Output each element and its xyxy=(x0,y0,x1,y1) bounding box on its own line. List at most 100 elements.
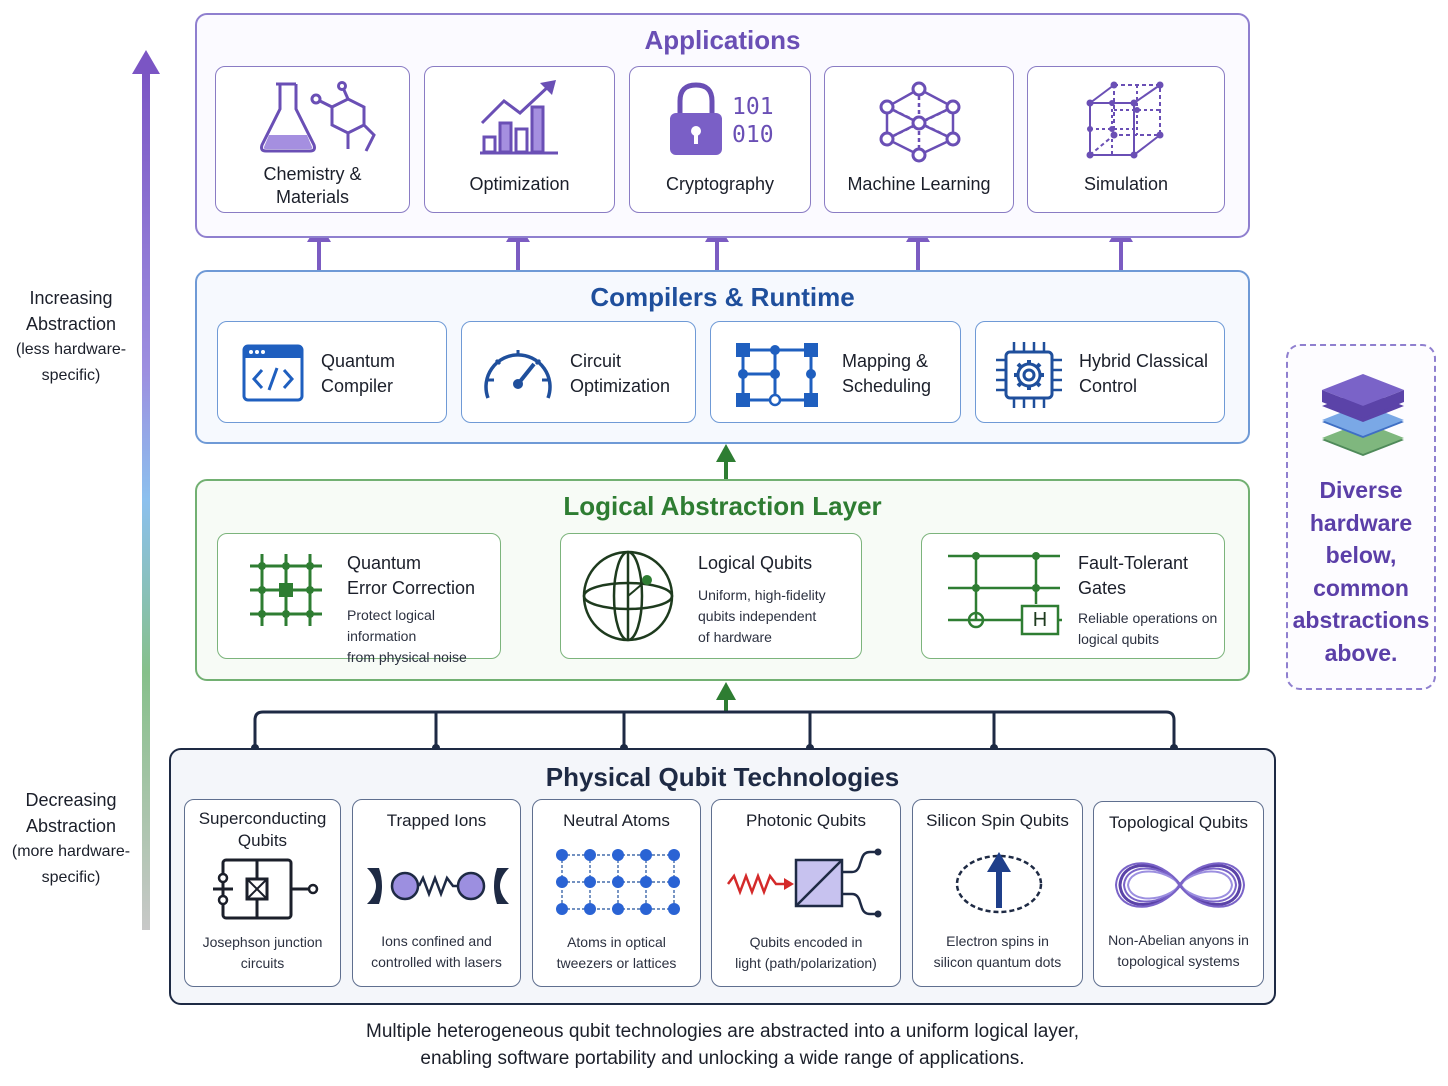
topological-desc-line2: topological systems xyxy=(1117,953,1240,969)
app-card-machine-learning: Machine Learning xyxy=(824,66,1014,213)
physical-card-topological: Topological Qubits Non-Abelian anyons in… xyxy=(1093,801,1264,987)
compiler-card-quantum-compiler: Quantum Compiler xyxy=(217,321,447,423)
logical-title: Logical Abstraction Layer xyxy=(563,491,882,521)
photonic-description: Qubits encoded in light (path/polarizati… xyxy=(712,932,900,974)
decreasing-abstraction-label: Decreasing Abstraction (more hardware- s… xyxy=(0,787,142,891)
padlock-binary-icon xyxy=(670,82,722,155)
circuit-optimization-line1: Circuit xyxy=(570,351,622,371)
caption-line1: Multiple heterogeneous qubit technologie… xyxy=(366,1021,1079,1042)
binary-line2: 010 xyxy=(732,122,774,148)
app-label-chemistry-line1: Chemistry & xyxy=(263,164,362,184)
axis-bottom-line1: Decreasing xyxy=(25,790,117,810)
fault-tolerant-description: Reliable operations on logical qubits xyxy=(1078,608,1217,650)
infinity-braid-icon xyxy=(1114,862,1246,908)
qec-title-line2: Error Correction xyxy=(347,578,476,598)
callout-line5: abstractions xyxy=(1292,607,1430,633)
superconducting-title-line2: Qubits xyxy=(237,831,288,850)
axis-top-line2: Abstraction xyxy=(25,314,117,334)
circuit-grid-icon xyxy=(736,343,818,407)
silicon-spin-title: Silicon Spin Qubits xyxy=(926,811,1069,830)
qec-description: Protect logical information from physica… xyxy=(347,605,500,668)
topological-desc-line1: Non-Abelian anyons in xyxy=(1108,932,1249,948)
topological-title: Topological Qubits xyxy=(1109,813,1248,832)
neutral-atoms-desc-line1: Atoms in optical xyxy=(567,934,666,950)
silicon-spin-desc-line2: silicon quantum dots xyxy=(933,954,1062,970)
photonic-desc-line1: Qubits encoded in xyxy=(749,934,863,950)
logical-card-logical-qubits: Logical Qubits Uniform, high-fidelity qu… xyxy=(560,533,862,659)
superconducting-desc-line2: circuits xyxy=(240,955,285,971)
axis-bottom-line3: (more hardware- xyxy=(11,843,131,860)
axis-bottom-line4: specific) xyxy=(41,869,101,886)
stacked-layers-icon xyxy=(1322,374,1404,456)
app-label-chemistry: Chemistry & Materials xyxy=(216,163,409,209)
physical-title: Physical Qubit Technologies xyxy=(545,762,900,792)
josephson-circuit-icon xyxy=(213,858,319,920)
photonic-title: Photonic Qubits xyxy=(745,811,866,830)
fault-tolerant-desc-line1: Reliable operations on xyxy=(1078,610,1218,626)
logical-card-error-correction: Quantum Error Correction Protect logical… xyxy=(217,533,501,665)
bloch-sphere-icon xyxy=(582,550,674,642)
qec-title: Quantum Error Correction xyxy=(347,551,475,601)
physical-card-neutral-atoms: Neutral Atoms Atoms in optical tweezers … xyxy=(532,799,701,987)
increasing-abstraction-label: Increasing Abstraction (less hardware- s… xyxy=(0,285,142,389)
mapping-scheduling-line1: Mapping & xyxy=(842,351,929,371)
compiler-card-hybrid-classical-control: Hybrid Classical Control xyxy=(975,321,1225,423)
physical-card-photonic: Photonic Qubits Qubits encoded in light … xyxy=(711,799,901,987)
logical-qubits-title: Logical Qubits xyxy=(698,553,813,573)
binary-line1: 101 xyxy=(732,94,774,120)
app-label-machine-learning: Machine Learning xyxy=(847,174,991,194)
app-card-cryptography: 101 010 Cryptography xyxy=(629,66,811,213)
compiler-card-circuit-optimization: Circuit Optimization xyxy=(461,321,696,423)
qec-desc-line2: from physical noise xyxy=(347,649,467,665)
fault-tolerant-title-line1: Fault-Tolerant xyxy=(1078,553,1189,573)
app-card-simulation: Simulation xyxy=(1027,66,1225,213)
caption-line2: enabling software portability and unlock… xyxy=(420,1048,1025,1069)
logical-qubits-desc-line2: qubits independent xyxy=(698,608,817,624)
axis-top-line3: (less hardware- xyxy=(15,341,127,358)
quantum-compiler-line2: Compiler xyxy=(321,376,394,396)
app-label-cryptography: Cryptography xyxy=(665,174,775,194)
qec-desc-line1: Protect logical information xyxy=(347,607,435,644)
callout-line3: below, xyxy=(1325,542,1397,568)
bar-chart-trend-icon xyxy=(480,80,558,155)
flask-molecule-icon xyxy=(260,81,376,153)
trapped-ions-title: Trapped Ions xyxy=(386,811,487,830)
superconducting-title: Superconducting Qubits xyxy=(185,808,340,852)
app-card-chemistry: Chemistry & Materials xyxy=(215,66,410,213)
trapped-ions-desc-line2: controlled with lasers xyxy=(371,954,502,970)
gate-circuit-icon xyxy=(948,552,1062,636)
callout-line1: Diverse xyxy=(1319,477,1403,503)
silicon-spin-desc-line1: Electron spins in xyxy=(946,933,1049,949)
axis-bottom-line2: Abstraction xyxy=(25,816,117,836)
quantum-compiler-line1: Quantum xyxy=(321,351,396,371)
app-card-optimization: Optimization xyxy=(424,66,615,213)
circuit-optimization-line2: Optimization xyxy=(570,376,671,396)
qec-grid-icon xyxy=(250,554,322,626)
superconducting-description: Josephson junction circuits xyxy=(185,932,340,974)
fault-tolerant-title: Fault-Tolerant Gates xyxy=(1078,551,1188,601)
compiler-label-quantum-compiler: Quantum Compiler xyxy=(321,349,395,399)
compilers-title: Compilers & Runtime xyxy=(590,282,855,312)
neutral-atoms-title: Neutral Atoms xyxy=(563,811,670,830)
callout-line4: common xyxy=(1313,574,1409,601)
diagram-caption: Multiple heterogeneous qubit technologie… xyxy=(195,1018,1250,1072)
mapping-scheduling-line2: Scheduling xyxy=(842,376,932,396)
fault-tolerant-desc-line2: logical qubits xyxy=(1078,631,1159,647)
photonic-desc-line2: light (path/polarization) xyxy=(735,955,877,971)
lattice-cube-icon xyxy=(1086,81,1164,159)
physical-card-silicon-spin: Silicon Spin Qubits Electron spins in si… xyxy=(912,799,1083,987)
superconducting-desc-line1: Josephson junction xyxy=(202,934,323,950)
app-label-simulation: Simulation xyxy=(1083,174,1169,194)
logical-qubits-desc-line1: Uniform, high-fidelity xyxy=(698,587,826,603)
hybrid-control-line1: Hybrid Classical xyxy=(1079,351,1209,371)
chip-gear-icon xyxy=(996,342,1062,408)
binary-text-block: 101 010 xyxy=(732,93,774,149)
topological-description: Non-Abelian anyons in topological system… xyxy=(1094,930,1263,972)
axis-top-line4: specific) xyxy=(41,367,101,384)
neural-network-icon xyxy=(879,81,961,163)
compiler-label-circuit-optimization: Circuit Optimization xyxy=(570,349,670,399)
app-label-chemistry-line2: Materials xyxy=(275,187,350,207)
compiler-label-hybrid-classical-control: Hybrid Classical Control xyxy=(1079,349,1208,399)
hardware-callout: Diverse hardware below, common abstracti… xyxy=(1286,344,1436,690)
trapped-ions-desc-line1: Ions confined and xyxy=(381,933,492,949)
